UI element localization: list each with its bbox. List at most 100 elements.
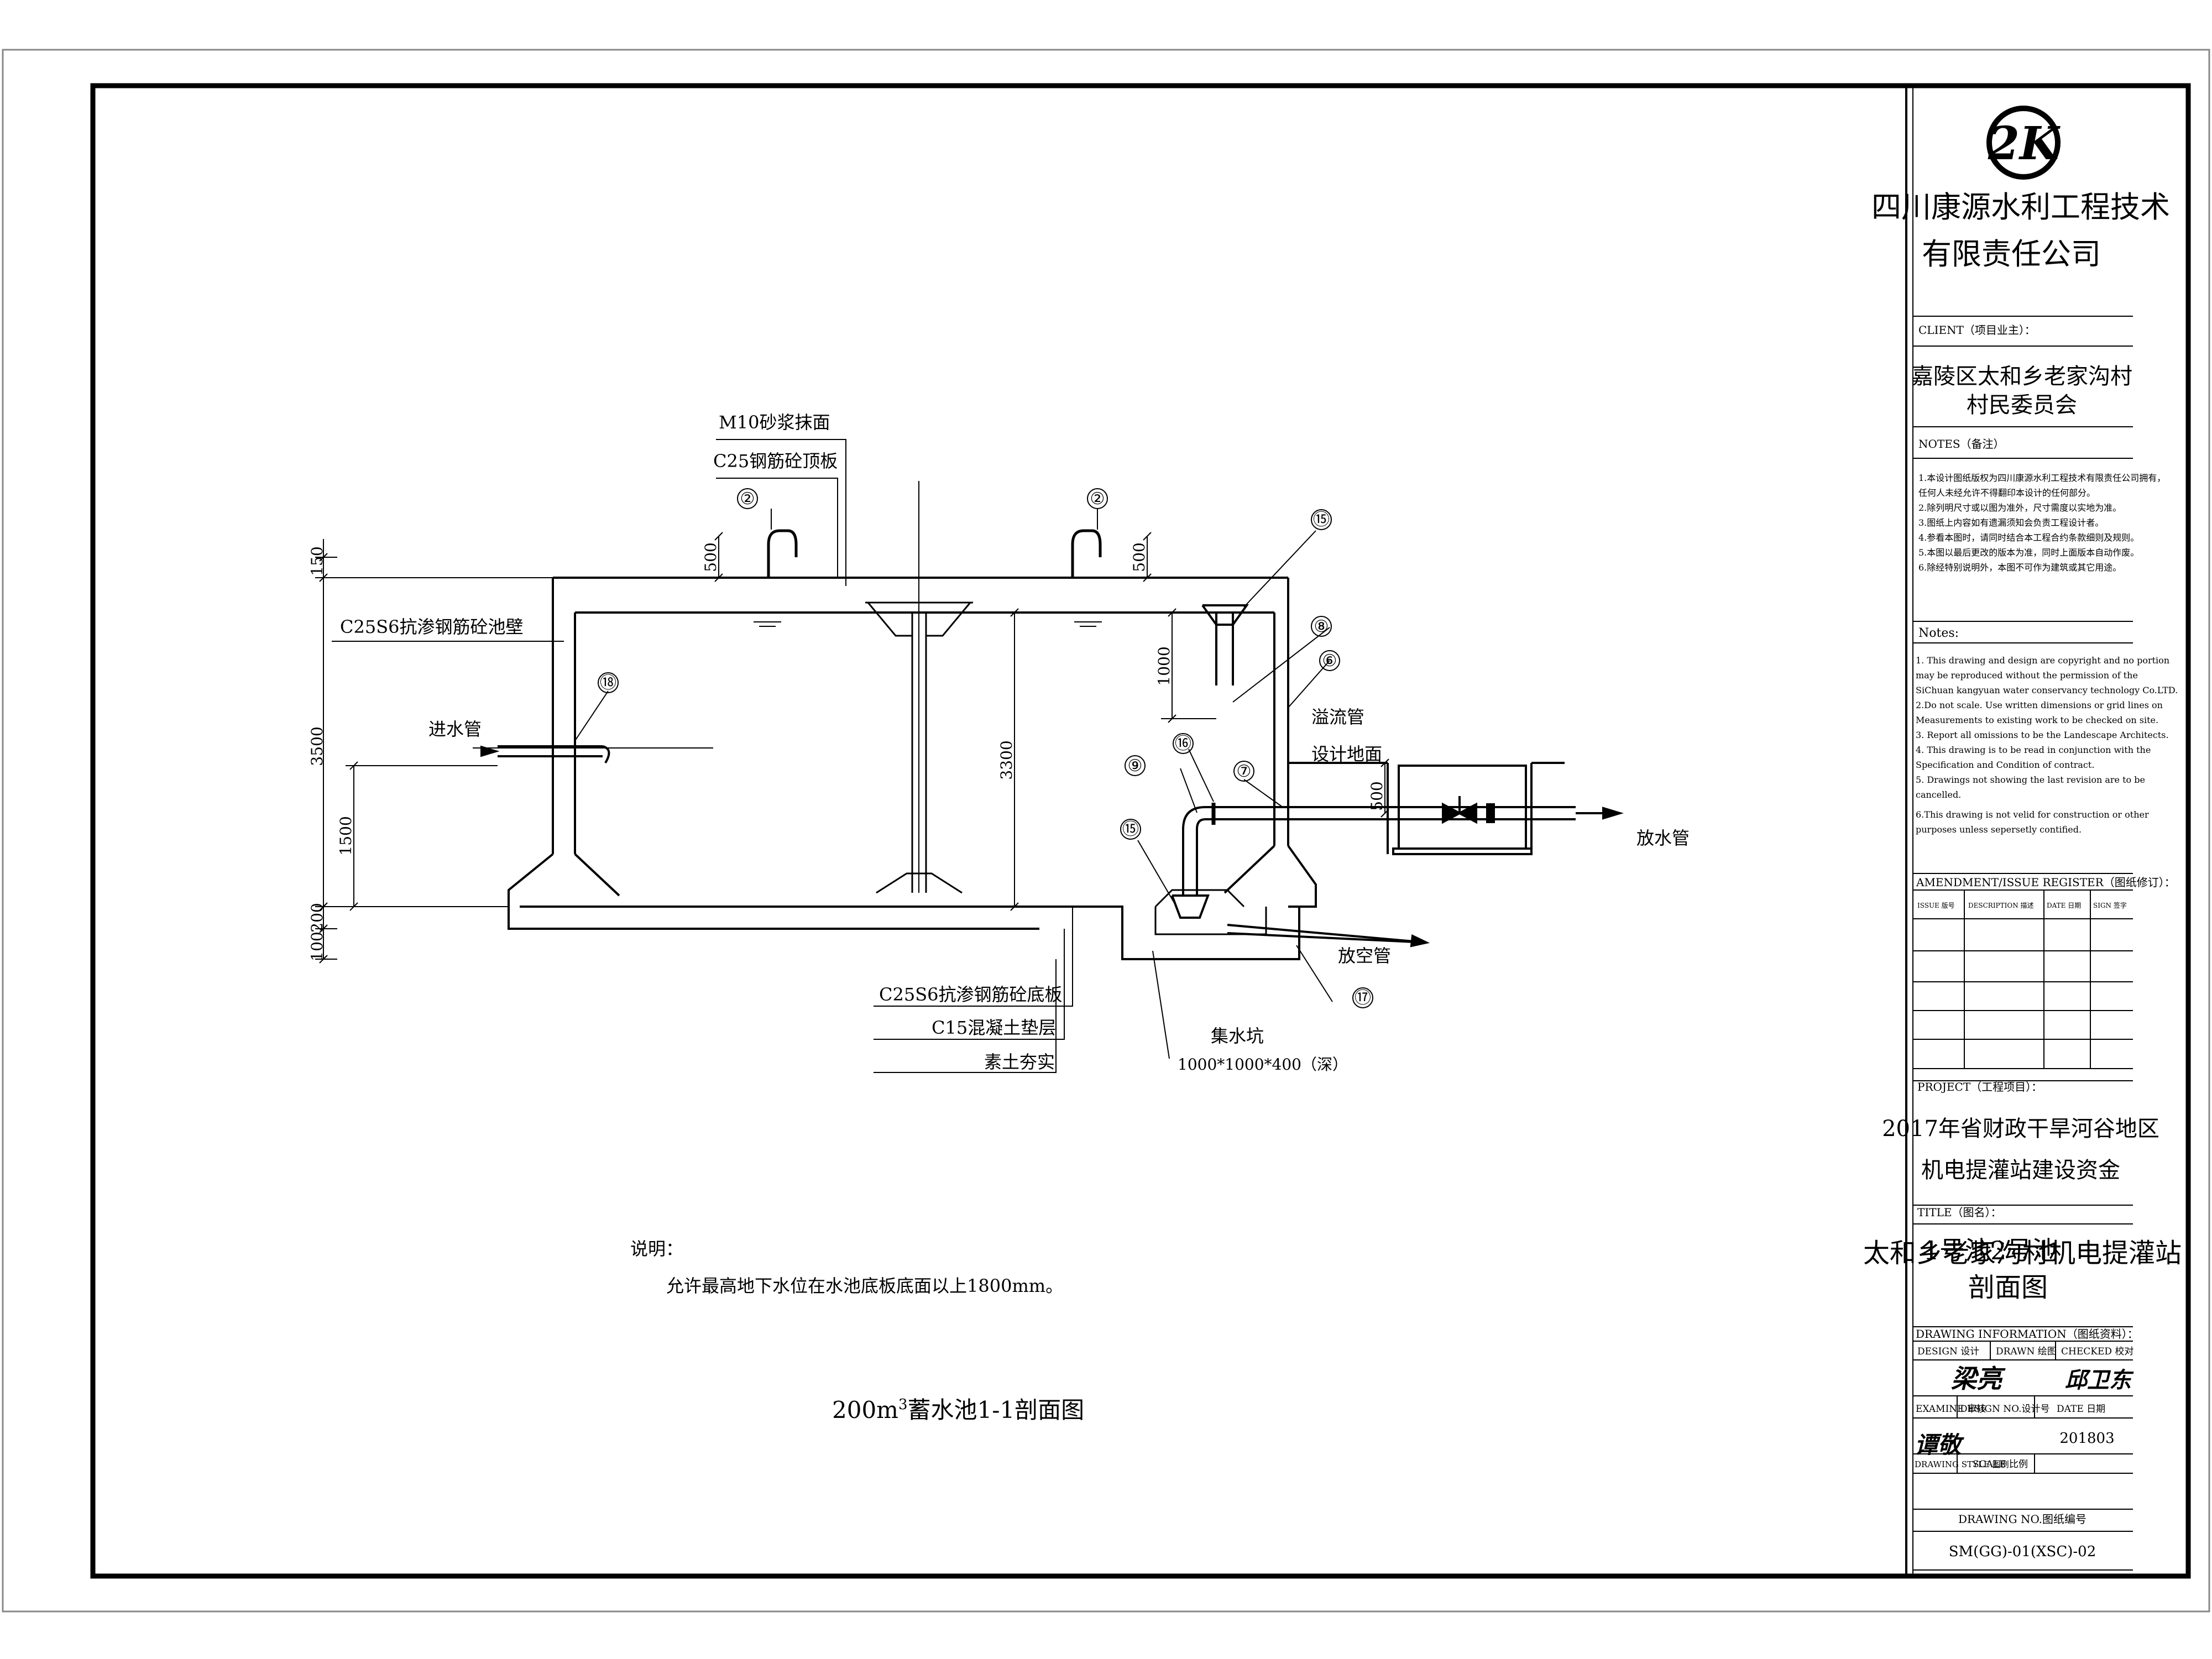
notes-en-item: 6.This drawing is not velid for construc… <box>1916 809 2149 820</box>
signature-checked: 邱卫东 <box>2065 1367 2134 1393</box>
label-bottom-slab: C25S6抗渗钢筋砼底板 <box>879 984 1063 1005</box>
label-c15-cushion: C15混凝土垫层 <box>932 1017 1056 1038</box>
label-design-ground: 设计地面 <box>1311 744 1382 765</box>
callout-15a: ⑮ <box>1313 510 1330 530</box>
callout-16: ⑯ <box>1175 734 1191 753</box>
callout-6: ⑥ <box>1322 651 1337 671</box>
notes-en-label: Notes: <box>1918 626 1959 640</box>
notes-cn-item: 3.图纸上内容如有遗漏须知会负责工程设计者。 <box>1918 517 2104 528</box>
title-line1-overlay: 1号池2号池 <box>1923 1236 2058 1265</box>
main-title-prefix: 200m <box>832 1396 898 1424</box>
notes-en-item: 3. Report all omissions to be the Landes… <box>1916 730 2169 740</box>
label-sump-size: 1000*1000*400（深） <box>1178 1055 1348 1074</box>
dim-1500: 1500 <box>337 816 355 855</box>
title-line1: 太和乡老家沟村机电提灌站 <box>1863 1238 2182 1269</box>
client-line2: 村民委员会 <box>1967 392 2077 418</box>
dimension-lines <box>315 532 1389 964</box>
note-text: 允许最高地下水位在水池底板底面以上1800mm。 <box>666 1275 1063 1296</box>
amendment-header-issue: ISSUE 版号 <box>1917 902 1955 909</box>
callout-8: ⑧ <box>1314 617 1329 636</box>
section-labels: M10砂浆抹面 C25钢筋砼顶板 C25S6抗渗钢筋砼池壁 进水管 溢流管 设计… <box>340 412 1690 1074</box>
company-name-line2: 有限责任公司 <box>1922 237 2101 271</box>
notes-cn-item: 6.除经特别说明外，本图不可作为建筑或其它用途。 <box>1918 562 2121 573</box>
date-value: 201803 <box>2059 1430 2114 1447</box>
company-name-line1: 四川康源水利工程技术 <box>1871 190 2170 224</box>
notes-en-item: 4. This drawing is to be read in conjunc… <box>1916 745 2151 755</box>
inner-frame <box>90 83 2191 1579</box>
notes-en-item: SiChuan kangyuan water conservancy techn… <box>1916 685 2178 695</box>
callout-18: ⑱ <box>600 673 616 693</box>
notes-cn-item: 5.本图以最后更改的版本为准，同时上面版本自动作废。 <box>1918 547 2139 558</box>
design-no-label: DESIGN NO.设计号 <box>1960 1404 2049 1415</box>
notes-en-item: cancelled. <box>1916 789 1961 800</box>
callout-17: ⑰ <box>1355 988 1371 1008</box>
label-rammed-soil: 素土夯实 <box>984 1051 1055 1072</box>
notes-cn-item: 1.本设计图纸版权为四川康源水利工程技术有限责任公司拥有， <box>1918 473 2166 483</box>
notes-en-item: 5. Drawings not showing the last revisio… <box>1916 774 2145 785</box>
amendment-header-desc: DESCRIPTION 描述 <box>1968 902 2034 909</box>
notes-en-item: Specification and Condition of contract. <box>1916 760 2094 770</box>
dim-500-outlet: 500 <box>1368 781 1386 810</box>
notes-cn-item: 任何人未经允许不得翻印本设计的任何部分。 <box>1918 488 2095 498</box>
project-label: PROJECT（工程项目）： <box>1917 1080 2042 1093</box>
leader-lines <box>332 439 1333 1073</box>
date-label: DATE 日期 <box>2057 1404 2105 1415</box>
dim-500-right-vent: 500 <box>1130 542 1148 572</box>
drawing-info-label: DRAWING INFORMATION（图纸资料）： <box>1916 1327 2138 1341</box>
notes-cn-label: NOTES（备注） <box>1918 437 2005 451</box>
label-c25-roof-slab: C25钢筋砼顶板 <box>713 451 838 472</box>
label-wall: C25S6抗渗钢筋砼池壁 <box>340 616 524 637</box>
title-line2: 剖面图 <box>1968 1272 2048 1303</box>
examine-label: EXAMINE 审核 <box>1916 1404 1986 1415</box>
note-label: 说明： <box>630 1238 683 1259</box>
callout-circles <box>598 488 1373 1008</box>
callout-2b: ② <box>1090 489 1105 509</box>
amendment-header-sign: SIGN 签字 <box>2093 901 2127 909</box>
notes-en-item: 1. This drawing and design are copyright… <box>1916 655 2169 666</box>
outer-frame <box>2 49 2210 1613</box>
logo-text: 2K <box>1988 117 2061 170</box>
title-block <box>1905 86 2133 1576</box>
drawing-no-label: DRAWING NO.图纸编号 <box>1958 1513 2087 1526</box>
notes-en-item: Measurements to existing work to be chec… <box>1916 715 2158 725</box>
main-title-sup: 3 <box>898 1396 908 1413</box>
notes-cn-list: 1.本设计图纸版权为四川康源水利工程技术有限责任公司拥有， 任何人未经允许不得翻… <box>1918 473 2166 573</box>
label-outlet-pipe: 放水管 <box>1636 828 1690 849</box>
drawn-label: DRAWN 绘图 <box>1996 1346 2057 1357</box>
drawing-style-label: DRAWING STYLE 图例 <box>1915 1459 2009 1469</box>
dimension-texts: 150 3500 1500 200 100 500 500 1000 3300 … <box>308 542 1386 961</box>
project-line1: 2017年省财政干旱河谷地区 <box>1882 1116 2159 1142</box>
signature-design: 梁亮 <box>1951 1364 2006 1394</box>
dim-100: 100 <box>308 931 326 961</box>
scale-label: SCALE 比例 <box>1973 1459 2028 1470</box>
notes-en-item: may be reproduced without the permission… <box>1916 670 2138 681</box>
amendment-header-date: DATE 日期 <box>2047 902 2081 909</box>
dim-3300: 3300 <box>997 740 1016 779</box>
signature-examine: 谭敬 <box>1915 1431 1964 1458</box>
callout-9: ⑨ <box>1128 756 1143 776</box>
notes-en-item: purposes unless sepersetly contified. <box>1916 824 2082 835</box>
reservoir-section <box>498 481 1624 960</box>
kangyuan-logo-icon: 2K <box>1986 106 2061 180</box>
callout-labels: ② ② ⑮ ⑧ ⑥ ⑱ ⑯ ⑨ ⑦ ⑮ ⑰ <box>600 489 1371 1008</box>
drawing-no-value: SM(GG)-01(XSC)-02 <box>1949 1543 2096 1560</box>
amendment-label: AMENDMENT/ISSUE REGISTER（图纸修订）： <box>1916 876 2176 889</box>
dim-3500: 3500 <box>308 726 326 766</box>
dim-500-left-vent: 500 <box>702 542 720 572</box>
main-title-rest: 蓄水池1-1剖面图 <box>908 1396 1085 1424</box>
callout-15b: ⑮ <box>1122 820 1139 839</box>
design-label: DESIGN 设计 <box>1917 1346 1979 1357</box>
callout-7: ⑦ <box>1237 762 1252 781</box>
client-line1: 嘉陵区太和乡老家沟村 <box>1911 364 2132 389</box>
checked-label: CHECKED 校对 <box>2061 1346 2133 1357</box>
callout-2a: ② <box>740 489 755 509</box>
notes-en-item: 2.Do not scale. Use written dimensions o… <box>1916 700 2163 710</box>
notes-en-list: 1. This drawing and design are copyright… <box>1916 655 2178 835</box>
label-overflow-pipe: 溢流管 <box>1311 706 1364 728</box>
project-line2: 机电提灌站建设资金 <box>1921 1158 2120 1183</box>
title-label: TITLE（图名）： <box>1917 1206 2001 1219</box>
label-m10-mortar: M10砂浆抹面 <box>719 412 830 433</box>
main-title: 200m3蓄水池1-1剖面图 <box>832 1396 1084 1424</box>
client-label: CLIENT（项目业主）： <box>1918 323 2036 337</box>
